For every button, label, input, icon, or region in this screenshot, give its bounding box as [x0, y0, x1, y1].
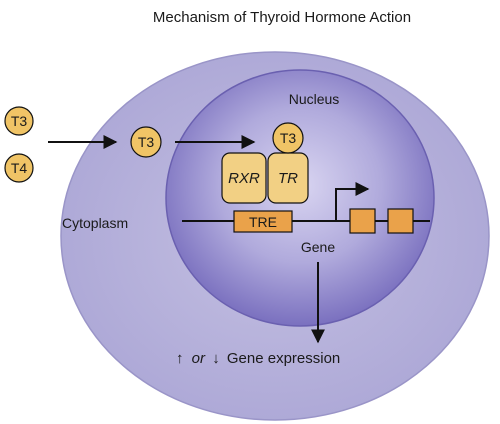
- hormone-t4-outside: T4: [4, 153, 34, 183]
- diagram-title: Mechanism of Thyroid Hormone Action: [153, 9, 411, 26]
- exon-box: [387, 208, 414, 234]
- receptor-complex: RXR TR T3: [221, 122, 309, 204]
- gene-expression-label: ↑ or ↓ Gene expression: [176, 350, 340, 367]
- tre-box: [233, 210, 293, 233]
- hormone-t3-cytoplasm-label: T3: [138, 134, 155, 150]
- bound-t3-label: T3: [280, 130, 297, 146]
- hormone-t3-outside: T3: [4, 106, 34, 136]
- tr-label: TR: [278, 170, 298, 187]
- up-arrow-glyph: ↑: [176, 350, 184, 367]
- down-arrow-glyph: ↓: [212, 350, 220, 367]
- gene-label: Gene: [301, 239, 335, 255]
- rxr-box: [221, 152, 267, 204]
- or-word: or: [192, 350, 206, 367]
- exon-box: [349, 208, 376, 234]
- hormone-t3-outside-label: T3: [11, 113, 28, 129]
- tre-label: TRE: [249, 214, 277, 230]
- transcription-start-arrow: [335, 182, 370, 221]
- hormone-t3-cytoplasm: T3: [130, 126, 162, 158]
- cytoplasm-label: Cytoplasm: [62, 215, 128, 231]
- bound-t3: [272, 122, 304, 154]
- nucleus-label: Nucleus: [289, 91, 340, 107]
- rxr-label: RXR: [228, 170, 260, 187]
- hormone-t4-outside-label: T4: [11, 160, 28, 176]
- gene-expression-text: Gene expression: [227, 350, 340, 367]
